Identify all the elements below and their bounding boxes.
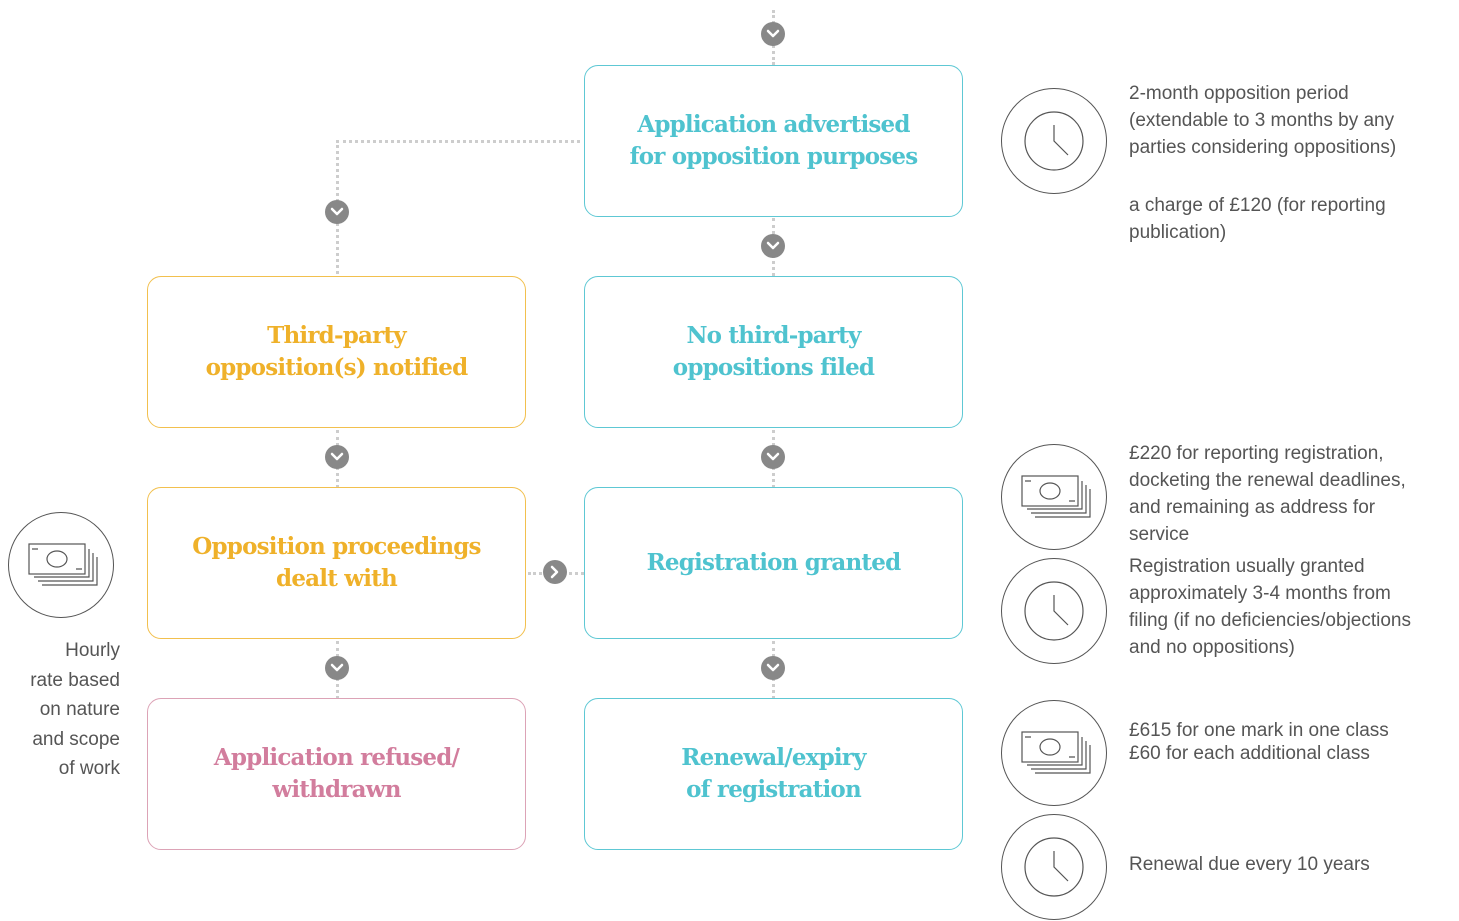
- step-renewal-expiry: Renewal/expiry of registration: [584, 698, 963, 850]
- chevron-right-icon: [543, 560, 567, 584]
- chevron-down-icon: [761, 445, 785, 469]
- step-no-third-party-oppositions: No third-party oppositions filed: [584, 276, 963, 428]
- note-publication-charge: a charge of £120 (for reporting publicat…: [1129, 195, 1386, 243]
- step-registration-granted: Registration granted: [584, 487, 963, 639]
- chevron-down-icon: [325, 656, 349, 680]
- step-application-advertised: Application advertised for opposition pu…: [584, 65, 963, 217]
- step-third-party-opposition: Third-party opposition(s) notified: [147, 276, 526, 428]
- clock-icon: [1001, 88, 1107, 194]
- chevron-down-icon: [761, 656, 785, 680]
- connector-branch-horizontal: [336, 140, 580, 143]
- chevron-down-icon: [761, 22, 785, 46]
- banknote-icon: [8, 512, 114, 618]
- note-hourly-rate: Hourly rate based on nature and scope of…: [30, 640, 120, 779]
- chevron-down-icon: [761, 234, 785, 258]
- step-opposition-proceedings: Opposition proceedings dealt with: [147, 487, 526, 639]
- chevron-down-icon: [325, 445, 349, 469]
- banknote-icon: [1001, 444, 1107, 550]
- chevron-down-icon: [325, 200, 349, 224]
- note-registration-fee: £220 for reporting registration, docketi…: [1129, 443, 1406, 545]
- clock-icon: [1001, 814, 1107, 920]
- note-renewal-fee: £615 for one mark in one class £60 for e…: [1129, 720, 1389, 764]
- note-registration-time: Registration usually granted approximate…: [1129, 556, 1411, 658]
- banknote-icon: [1001, 700, 1107, 806]
- note-opposition-period: 2-month opposition period (extendable to…: [1129, 83, 1397, 158]
- note-renewal-time: Renewal due every 10 years: [1129, 854, 1370, 875]
- step-application-refused: Application refused/ withdrawn: [147, 698, 526, 850]
- clock-icon: [1001, 558, 1107, 664]
